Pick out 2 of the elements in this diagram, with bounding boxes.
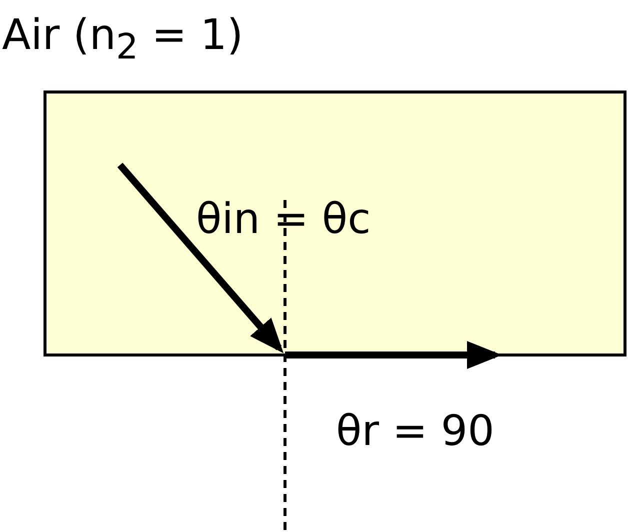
medium-label: Air (n$_{2}$ = 1) bbox=[2, 14, 244, 66]
angle-label: θr = 90 bbox=[336, 410, 494, 452]
